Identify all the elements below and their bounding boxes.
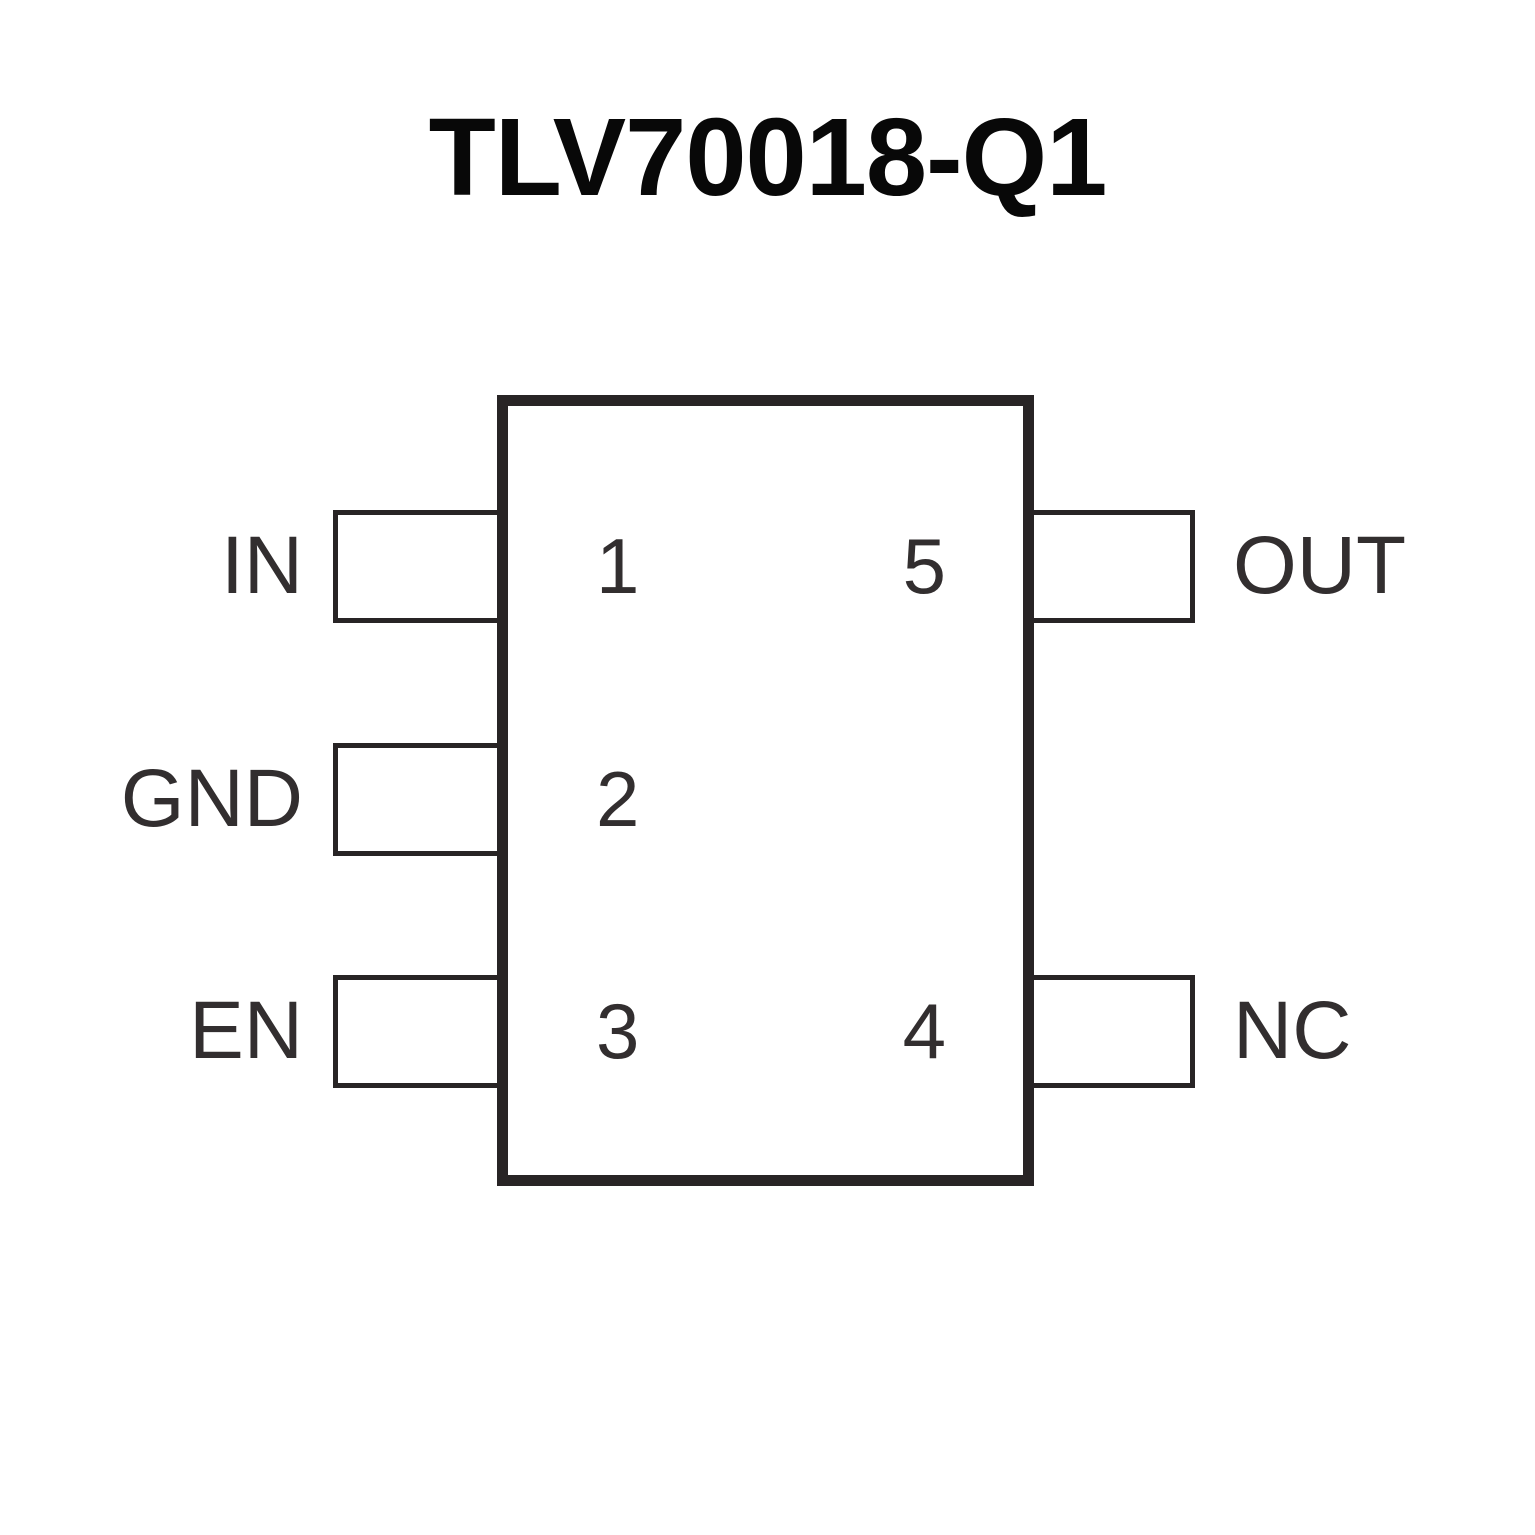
pin-pad-en: [333, 975, 505, 1088]
pin-label-in: IN: [221, 520, 303, 611]
pin-label-en: EN: [189, 985, 303, 1076]
pin-pad-gnd: [333, 743, 505, 856]
pin-number-3: 3: [596, 987, 640, 1075]
pin-pad-nc: [1029, 975, 1195, 1088]
pin-pad-out: [1029, 510, 1195, 623]
pin-number-5: 5: [902, 522, 946, 610]
chip-title: TLV70018-Q1: [428, 96, 1108, 219]
pin-label-out: OUT: [1233, 520, 1407, 611]
pin-label-nc: NC: [1233, 985, 1352, 1076]
pin-number-2: 2: [596, 755, 640, 843]
pin-number-4: 4: [902, 987, 946, 1075]
pin-label-gnd: GND: [120, 753, 303, 844]
pin-pad-in: [333, 510, 505, 623]
ic-package-outline: 1 2 3 5 4: [497, 395, 1034, 1186]
pin-number-1: 1: [596, 522, 640, 610]
